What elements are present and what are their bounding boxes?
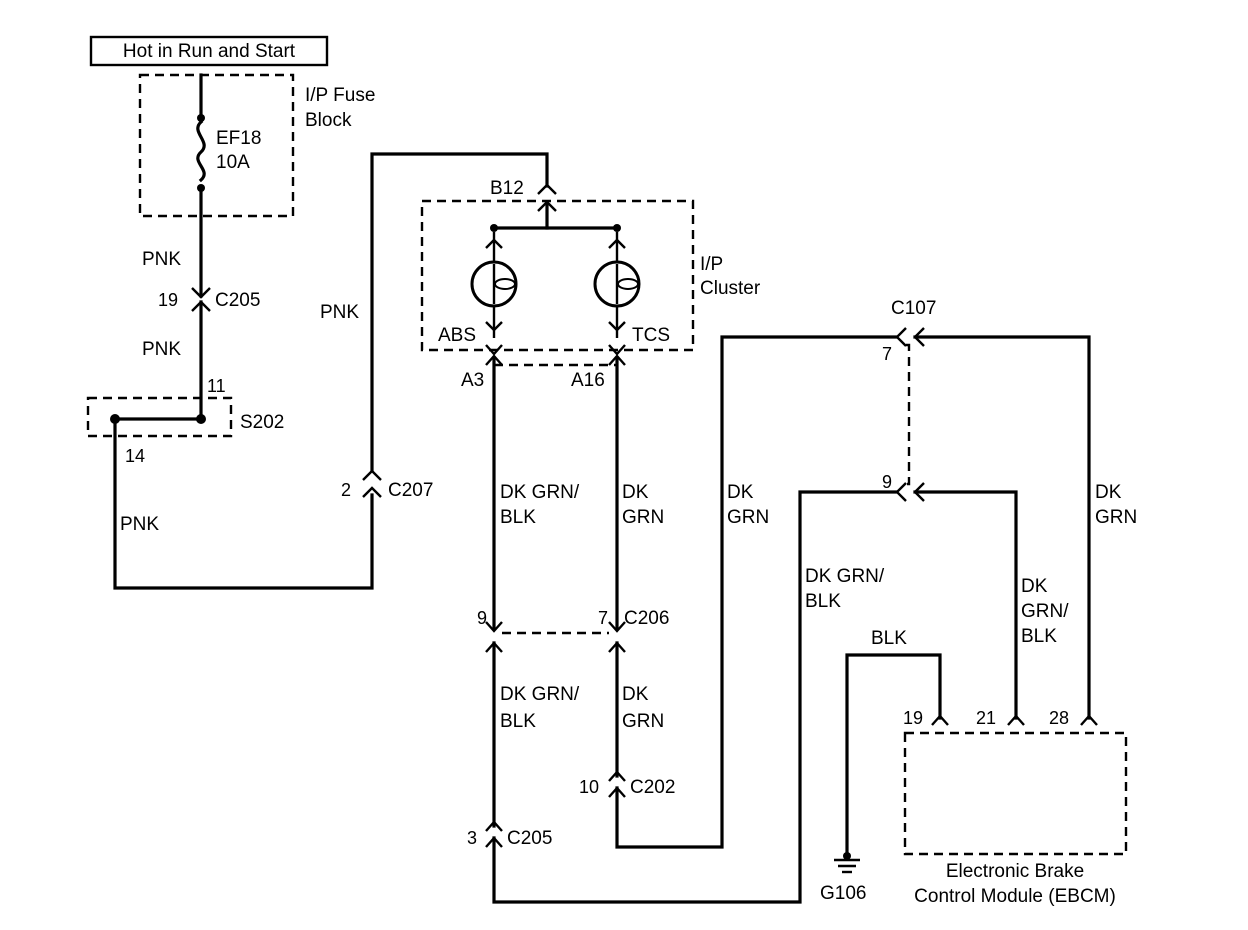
connector-a3: A3 bbox=[461, 344, 503, 391]
wire-label-ebcm-28-1: DK bbox=[1095, 482, 1122, 503]
ebcm-pins: 19 21 28 bbox=[903, 708, 1098, 728]
connector-label-c207: C207 bbox=[388, 480, 433, 501]
wire-label-pnk-3: PNK bbox=[120, 514, 159, 535]
wire-label-abs-route-2: BLK bbox=[805, 591, 841, 612]
cluster-label-line1: I/P bbox=[700, 254, 723, 275]
power-source-label: Hot in Run and Start bbox=[123, 41, 296, 62]
pin-11: 11 bbox=[207, 376, 226, 396]
wire-label-abs-route-1: DK GRN/ bbox=[805, 566, 885, 587]
abs-label: ABS bbox=[438, 325, 476, 346]
cluster-label-line2: Cluster bbox=[700, 278, 761, 299]
wire-label-abs-lower-2: BLK bbox=[500, 711, 536, 732]
connector-label-c205-left: C205 bbox=[215, 290, 260, 311]
connector-c207: 2 C207 bbox=[341, 469, 433, 501]
wire-label-abs-lower-1: DK GRN/ bbox=[500, 684, 580, 705]
ground-label-g106: G106 bbox=[820, 883, 866, 904]
wire-label-ebcm-21-3: BLK bbox=[1021, 626, 1057, 647]
connector-label-a3: A3 bbox=[461, 370, 484, 391]
connector-c205-left: 19 C205 bbox=[158, 287, 260, 312]
pin-3: 3 bbox=[467, 828, 477, 848]
abs-wire-to-c107 bbox=[492, 490, 898, 904]
connector-c107: C107 7 9 bbox=[882, 298, 936, 502]
fuse-block-label-line2: Block bbox=[305, 110, 352, 131]
wire-label-tcs-route-1: DK bbox=[727, 482, 754, 503]
pin-10: 10 bbox=[579, 777, 599, 797]
wire-label-pnk-1: PNK bbox=[142, 249, 181, 270]
pin-7-c107: 7 bbox=[882, 344, 892, 364]
connector-label-c206: C206 bbox=[624, 608, 669, 629]
ground-wire bbox=[845, 653, 942, 858]
connector-label-a16: A16 bbox=[571, 370, 605, 391]
wire-label-abs-upper-2: BLK bbox=[500, 507, 536, 528]
wire-label-pnk-4: PNK bbox=[320, 302, 359, 323]
ip-cluster: I/P Cluster ABS TCS bbox=[420, 199, 761, 352]
wire-label-ebcm-21-1: DK bbox=[1021, 576, 1048, 597]
pin-19-left: 19 bbox=[158, 290, 178, 310]
connector-label-c107: C107 bbox=[891, 298, 936, 319]
ebcm-label-line1: Electronic Brake bbox=[946, 861, 1084, 882]
pin-2: 2 bbox=[341, 480, 351, 500]
abs-lamp-icon bbox=[470, 232, 518, 338]
connector-c205-bottom: 3 C205 bbox=[467, 820, 552, 849]
pin-14: 14 bbox=[125, 446, 145, 466]
fuse-block-label-line1: I/P Fuse bbox=[305, 85, 375, 106]
pin-28-ebcm: 28 bbox=[1049, 708, 1069, 728]
splice-s202: S202 11 14 bbox=[86, 376, 284, 466]
tcs-wire-to-c107 bbox=[615, 335, 898, 849]
wire-label-abs-upper-1: DK GRN/ bbox=[500, 482, 580, 503]
fuse-id: EF18 bbox=[216, 128, 261, 149]
ebcm-label-line2: Control Module (EBCM) bbox=[914, 886, 1116, 907]
pnk-wire-to-b12 bbox=[370, 152, 549, 473]
connector-c206: 9 7 C206 bbox=[477, 608, 669, 653]
tcs-lamp-icon bbox=[593, 232, 641, 338]
abs-wire-to-ebcm bbox=[913, 490, 1018, 720]
tcs-wire-to-ebcm bbox=[913, 335, 1091, 720]
splice-label-s202: S202 bbox=[240, 412, 284, 433]
pin-9-c206: 9 bbox=[477, 608, 487, 628]
wire-label-blk: BLK bbox=[871, 628, 907, 649]
connector-label-c205-bottom: C205 bbox=[507, 828, 552, 849]
wire-label-tcs-route-2: GRN bbox=[727, 507, 769, 528]
pin-9-c107: 9 bbox=[882, 472, 892, 492]
ground-icon bbox=[834, 852, 860, 874]
wire-label-tcs-lower-2: GRN bbox=[622, 711, 664, 732]
fuse-block: I/P Fuse Block EF18 10A bbox=[138, 73, 375, 218]
wire-label-tcs-upper-1: DK bbox=[622, 482, 649, 503]
wire-label-tcs-lower-1: DK bbox=[622, 684, 649, 705]
connector-c202: 10 C202 bbox=[579, 770, 675, 798]
wire-label-ebcm-21-2: GRN/ bbox=[1021, 601, 1069, 622]
wire-label-ebcm-28-2: GRN bbox=[1095, 507, 1137, 528]
wire-label-tcs-upper-2: GRN bbox=[622, 507, 664, 528]
pin-21-ebcm: 21 bbox=[976, 708, 996, 728]
connector-label-b12: B12 bbox=[490, 178, 524, 199]
connector-a16: A16 bbox=[571, 344, 626, 391]
pnk-wire-loop bbox=[113, 417, 374, 590]
pin-19-ebcm: 19 bbox=[903, 708, 923, 728]
pin-7-c206: 7 bbox=[598, 608, 608, 628]
tcs-label: TCS bbox=[632, 325, 670, 346]
ebcm-module: Electronic Brake Control Module (EBCM) bbox=[903, 731, 1128, 907]
fuse-rating: 10A bbox=[216, 152, 250, 173]
connector-label-c202: C202 bbox=[630, 777, 675, 798]
power-source-box: Hot in Run and Start bbox=[89, 35, 329, 67]
wire-label-pnk-2: PNK bbox=[142, 339, 181, 360]
